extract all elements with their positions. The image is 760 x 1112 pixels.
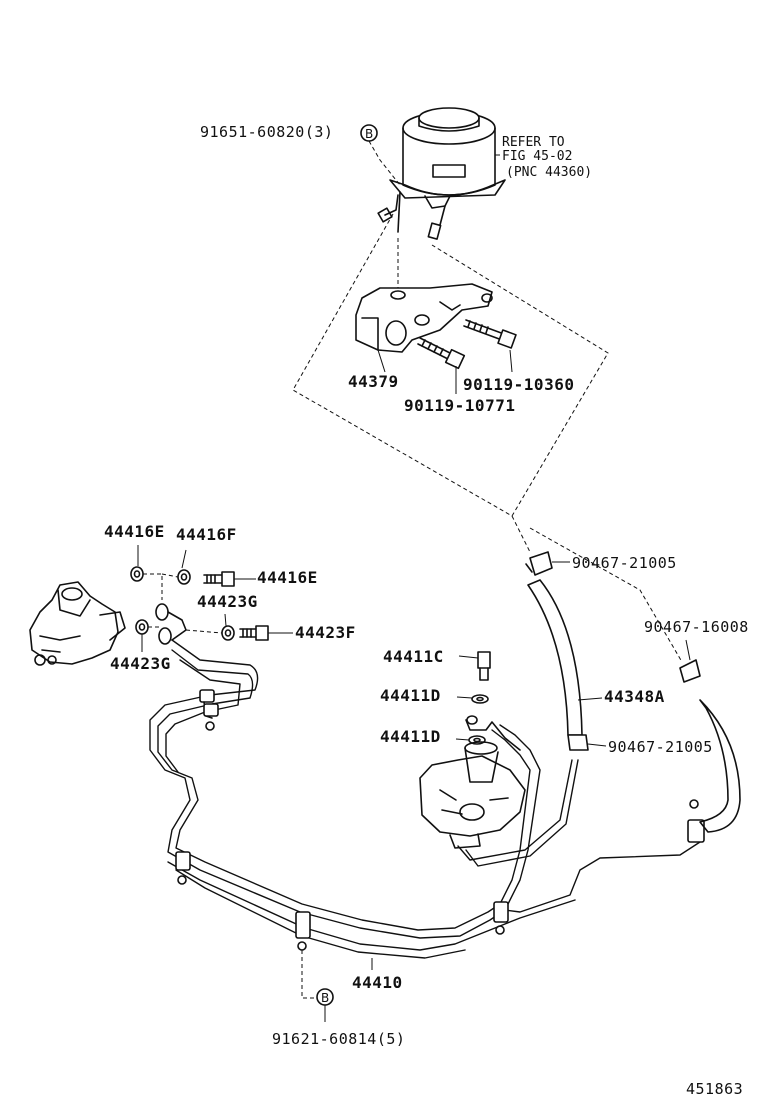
label-washer-44416f: 44416F	[176, 525, 237, 544]
label-washer-44423g-left: 44423G	[110, 654, 171, 673]
return-hose-44348a	[527, 579, 583, 736]
label-bolt-bottom: 91621-60814(5)	[272, 1030, 405, 1048]
tube-clamp-3	[175, 851, 191, 885]
washer-44416e	[130, 566, 144, 582]
label-union-44411c: 44411C	[383, 647, 444, 666]
label-washer-44411d-bottom: 44411D	[380, 727, 441, 746]
union-44411c	[477, 651, 491, 681]
label-clamp-right: 90467-16008	[644, 618, 749, 636]
union-bolt-44416e	[203, 571, 235, 587]
tube-clamp-4	[295, 911, 311, 951]
label-clamp-lower: 90467-21005	[608, 738, 713, 756]
circle-b-top: B	[360, 124, 378, 142]
steering-gear-housing	[419, 741, 526, 849]
label-washer-44416e-left: 44416E	[104, 522, 165, 541]
hose-clamp-upper	[525, 551, 553, 576]
pressure-tube-44410	[149, 639, 701, 959]
washer-44423g	[135, 619, 149, 635]
label-refer-fig: FIG 45-02	[502, 149, 572, 164]
union-bolt-44423f	[239, 625, 269, 641]
label-refer-pnc: (PNC 44360)	[506, 165, 592, 180]
label-bolt-44416e: 44416E	[257, 568, 318, 587]
circle-b-bottom: B	[316, 988, 334, 1006]
union-fitting-pump	[155, 603, 187, 645]
label-bolt-44423f: 44423F	[295, 623, 356, 642]
label-bracket: 44379	[348, 372, 399, 391]
hose-clamp-lower	[567, 734, 589, 751]
label-washer-44411d-top: 44411D	[380, 686, 441, 705]
washer-44423g-right	[221, 625, 235, 641]
label-bolt-top: 91651-60820(3)	[200, 123, 333, 141]
power-steering-pump	[29, 581, 126, 666]
return-hose-right	[699, 699, 741, 833]
label-bolt-10771: 90119-10771	[404, 396, 515, 415]
label-clamp-upper: 90467-21005	[572, 554, 677, 572]
label-bolt-10360: 90119-10360	[463, 375, 574, 394]
bracket-44379	[355, 283, 493, 353]
label-washer-44423g-top: 44423G	[197, 592, 258, 611]
circle-b-top-letter: B	[365, 127, 373, 141]
hose-clamp-right	[679, 659, 701, 683]
bolt-90119-10360	[463, 319, 517, 349]
figure-number: 451863	[686, 1080, 743, 1098]
tube-clamp-2	[203, 703, 219, 731]
bolt-90119-10771	[417, 337, 466, 370]
tube-clamp-5	[493, 901, 509, 935]
label-tube-assy: 44410	[352, 973, 403, 992]
label-hose-44348a: 44348A	[604, 687, 665, 706]
circle-b-bottom-letter: B	[321, 991, 329, 1005]
tube-clamp-6	[687, 799, 705, 843]
reservoir-tank	[377, 107, 506, 240]
washer-44411d-top	[471, 694, 489, 704]
washer-44416f	[177, 569, 191, 585]
label-refer-to: REFER TO	[502, 135, 565, 150]
fitting-elbow	[465, 715, 521, 751]
